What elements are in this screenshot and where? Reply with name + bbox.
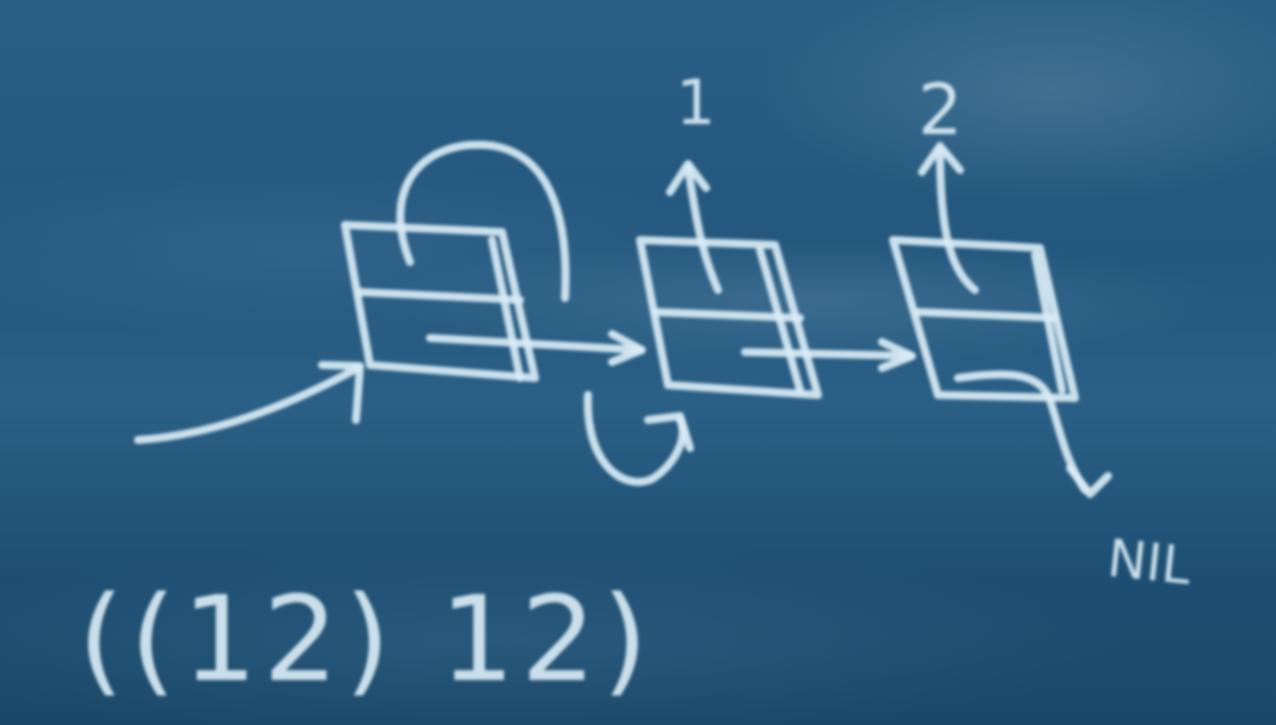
cdr-arrow-1-2-head bbox=[608, 330, 646, 366]
cons-cell-1 bbox=[341, 221, 539, 382]
nil-label: NIL bbox=[1105, 529, 1194, 597]
cons-cell-2 bbox=[636, 236, 822, 399]
car-arrow-3-head bbox=[918, 142, 964, 176]
car-arrow-2-head bbox=[666, 160, 710, 196]
cdr-arrow-2-3-head bbox=[878, 338, 916, 372]
nil-arrow bbox=[954, 370, 1089, 494]
cdr-arrow-2-3 bbox=[741, 348, 914, 360]
return-loop-arrow-head bbox=[644, 412, 694, 452]
entry-arrow bbox=[134, 364, 362, 444]
car-arrow-2 bbox=[684, 164, 722, 294]
car-loop-arrow bbox=[396, 140, 570, 302]
car-arrow-3 bbox=[936, 146, 979, 294]
s-expression: ((12) 12) bbox=[78, 570, 654, 708]
nil-arrow-head bbox=[1066, 464, 1112, 498]
return-loop-arrow bbox=[583, 391, 687, 486]
entry-arrow-head bbox=[318, 361, 364, 424]
cell-value-1: 1 bbox=[676, 66, 715, 139]
cell-value-2: 2 bbox=[918, 69, 963, 151]
cons-cell-3 bbox=[889, 236, 1079, 402]
cdr-arrow-1-2 bbox=[426, 334, 644, 354]
